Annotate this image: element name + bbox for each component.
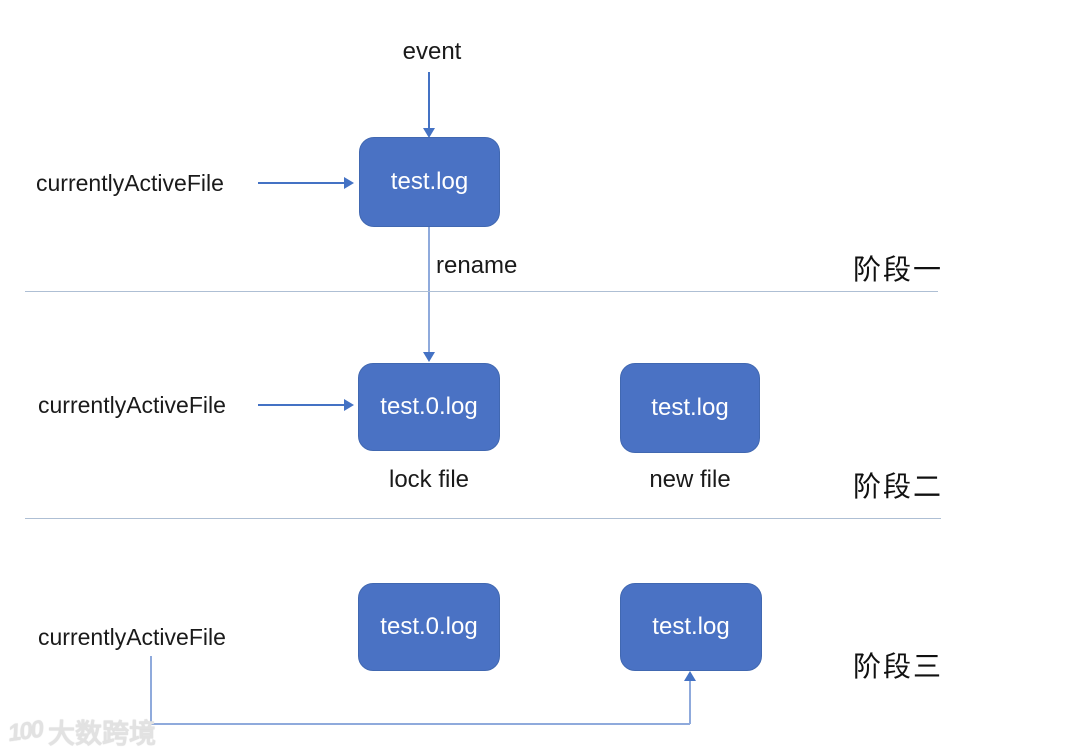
watermark-text: 大数跨境 (48, 719, 157, 749)
new-file-caption: new file (649, 466, 731, 493)
node-test-0-log-stage3: test.0.log (358, 583, 500, 671)
lock-file-caption: lock file (388, 466, 470, 493)
node-test-log-stage1: test.log (359, 137, 500, 227)
stage2-label: 阶段二 (853, 471, 944, 502)
node-test-log-stage2-label: test.log (651, 394, 729, 421)
active-file-arrow-line-stage1 (258, 182, 345, 184)
elbow-connector-arrowhead-icon (684, 671, 696, 681)
active-file-arrowhead-icon-stage2 (344, 399, 354, 411)
currently-active-file-label-stage1: currentlyActiveFile (36, 170, 224, 196)
node-test-log-stage2: test.log (620, 363, 760, 453)
currently-active-file-label-stage3: currentlyActiveFile (38, 624, 226, 650)
watermark: 100 大数跨境 (6, 712, 157, 751)
event-arrow-line (428, 72, 430, 129)
stage1-divider (25, 291, 938, 292)
event-label: event (402, 38, 462, 65)
elbow-connector-horizontal-segment (150, 723, 690, 725)
elbow-connector-down-segment (150, 656, 152, 724)
elbow-connector-up-segment (689, 680, 691, 724)
stage1-label: 阶段一 (853, 254, 944, 285)
watermark-logo-icon: 100 (6, 715, 44, 747)
node-test-log-stage1-label: test.log (390, 168, 469, 195)
rename-arrowhead-icon (423, 352, 435, 362)
rename-connector-line (428, 227, 430, 353)
stage3-label: 阶段三 (853, 651, 944, 682)
node-test-0-log-stage2: test.0.log (358, 363, 500, 451)
currently-active-file-label-stage2: currentlyActiveFile (38, 392, 226, 418)
node-test-log-stage3-label: test.log (652, 613, 730, 640)
node-test-0-log-stage2-label: test.0.log (380, 393, 478, 420)
rename-label: rename (436, 252, 518, 279)
node-test-log-stage3: test.log (620, 583, 762, 671)
active-file-arrowhead-icon-stage1 (344, 177, 354, 189)
event-arrowhead-icon (423, 128, 435, 138)
stage2-divider (25, 518, 941, 519)
active-file-arrow-line-stage2 (258, 404, 345, 406)
node-test-0-log-stage3-label: test.0.log (380, 613, 478, 640)
